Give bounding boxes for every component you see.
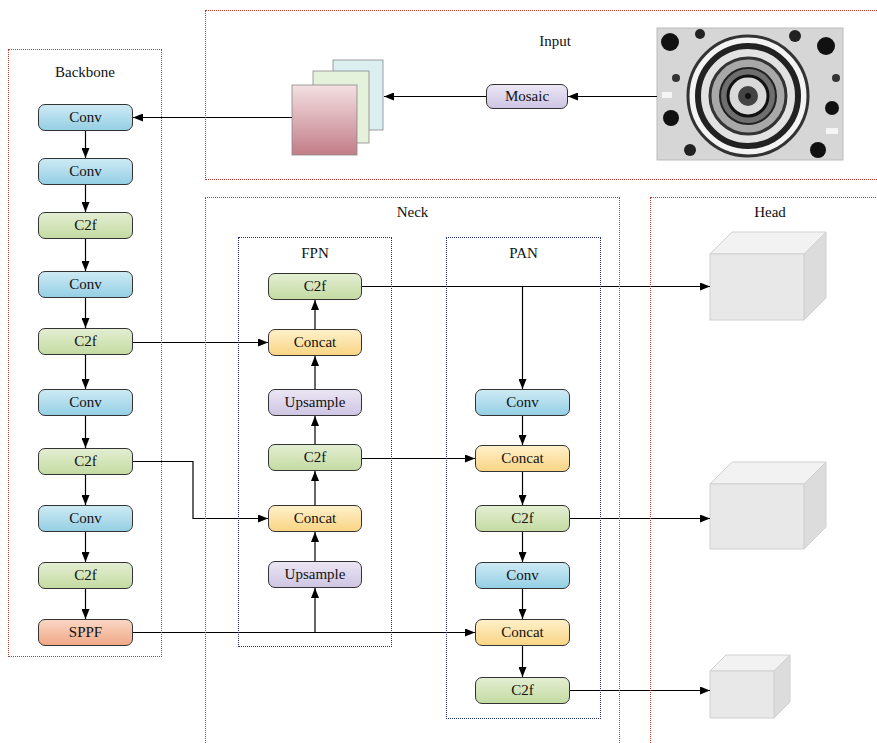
module-box: Mosaic (486, 84, 568, 109)
module-box: SPPF (38, 619, 133, 646)
module-box: Concat (475, 445, 570, 472)
flow-arrow (85, 185, 86, 212)
region-frame: BackboneConvConvC2fConvC2fConvC2fConvC2f… (8, 49, 162, 657)
module-label: Upsample (285, 395, 346, 410)
flow-arrow (522, 589, 523, 619)
flow-arrow (133, 462, 268, 519)
flow-arrow (314, 300, 315, 329)
region-frame: InputMosaic (205, 10, 877, 180)
flow-arrow (85, 589, 86, 619)
flow-arrow (85, 298, 86, 328)
module-label: C2f (511, 683, 534, 698)
flow-arrow (314, 416, 315, 444)
module-box: C2f (38, 448, 133, 475)
head-cube (710, 232, 826, 320)
flow-arrow (522, 472, 523, 505)
flow-arrow (85, 475, 86, 505)
module-box: Conv (475, 562, 570, 589)
region-heading: Head (651, 204, 877, 221)
module-box: C2f (38, 212, 133, 239)
flow-arrow (85, 416, 86, 448)
module-box: C2f (268, 273, 362, 300)
flow-arrow (362, 287, 523, 390)
region-heading: Backbone (9, 64, 161, 81)
flow-arrow (314, 356, 315, 389)
flow-arrow (314, 532, 315, 561)
module-box: Conv (38, 505, 133, 532)
module-label: C2f (74, 218, 97, 233)
flow-arrow (568, 96, 657, 97)
flow-arrow (522, 532, 523, 562)
flow-arrow (522, 416, 523, 445)
module-label: Conv (69, 511, 102, 526)
module-box: C2f (475, 505, 570, 532)
module-label: Mosaic (505, 89, 549, 104)
module-label: SPPF (69, 625, 102, 640)
module-label: Concat (294, 511, 337, 526)
flow-arrow (85, 355, 86, 389)
module-label: Conv (69, 164, 102, 179)
module-label: Concat (501, 451, 544, 466)
module-box: Concat (268, 505, 362, 532)
flow-arrow (85, 131, 86, 158)
module-label: Conv (69, 110, 102, 125)
module-label: C2f (304, 450, 327, 465)
flow-arrow (133, 117, 292, 118)
region-frame: FPNC2fConcatUpsampleC2fConcatUpsample (238, 237, 392, 647)
flow-arrow (314, 471, 315, 505)
region-heading: FPN (239, 245, 391, 262)
region-heading: PAN (447, 245, 600, 262)
module-box: Concat (268, 329, 362, 356)
module-box: C2f (268, 444, 362, 471)
flow-arrow (362, 458, 475, 459)
module-box: Conv (38, 158, 133, 185)
flow-arrow (85, 239, 86, 271)
module-label: C2f (74, 568, 97, 583)
module-label: Conv (506, 395, 539, 410)
module-box: Conv (475, 389, 570, 416)
flow-arrow (85, 532, 86, 562)
flow-arrow (133, 632, 475, 633)
module-box: Conv (38, 271, 133, 298)
flow-arrow (570, 518, 710, 519)
input-image (657, 28, 843, 160)
module-box: C2f (475, 677, 570, 704)
flow-arrow (570, 690, 710, 691)
module-label: C2f (304, 279, 327, 294)
module-box: C2f (38, 328, 133, 355)
module-label: Upsample (285, 567, 346, 582)
module-box: Concat (475, 619, 570, 646)
module-label: C2f (74, 334, 97, 349)
region-frame: PANConvConcatC2fConvConcatC2f (446, 237, 601, 719)
module-box: Upsample (268, 561, 362, 588)
module-label: C2f (74, 454, 97, 469)
feature-map-stack (292, 60, 383, 155)
module-label: C2f (511, 511, 534, 526)
flow-arrow (133, 342, 268, 343)
flow-arrow (384, 96, 486, 97)
module-box: Conv (38, 104, 133, 131)
region-heading: Neck (206, 204, 619, 221)
module-label: Concat (294, 335, 337, 350)
module-box: Conv (38, 389, 133, 416)
module-box: C2f (38, 562, 133, 589)
module-label: Conv (69, 277, 102, 292)
head-cube (710, 655, 790, 718)
module-box: Upsample (268, 389, 362, 416)
module-label: Conv (69, 395, 102, 410)
head-cube (710, 462, 826, 549)
region-frame: Head (650, 197, 877, 743)
module-label: Concat (501, 625, 544, 640)
region-frame: NeckFPNC2fConcatUpsampleC2fConcatUpsampl… (205, 197, 620, 743)
module-label: Conv (506, 568, 539, 583)
flow-arrow (133, 588, 315, 633)
region-heading: Input (206, 33, 877, 50)
flow-arrow (522, 646, 523, 677)
